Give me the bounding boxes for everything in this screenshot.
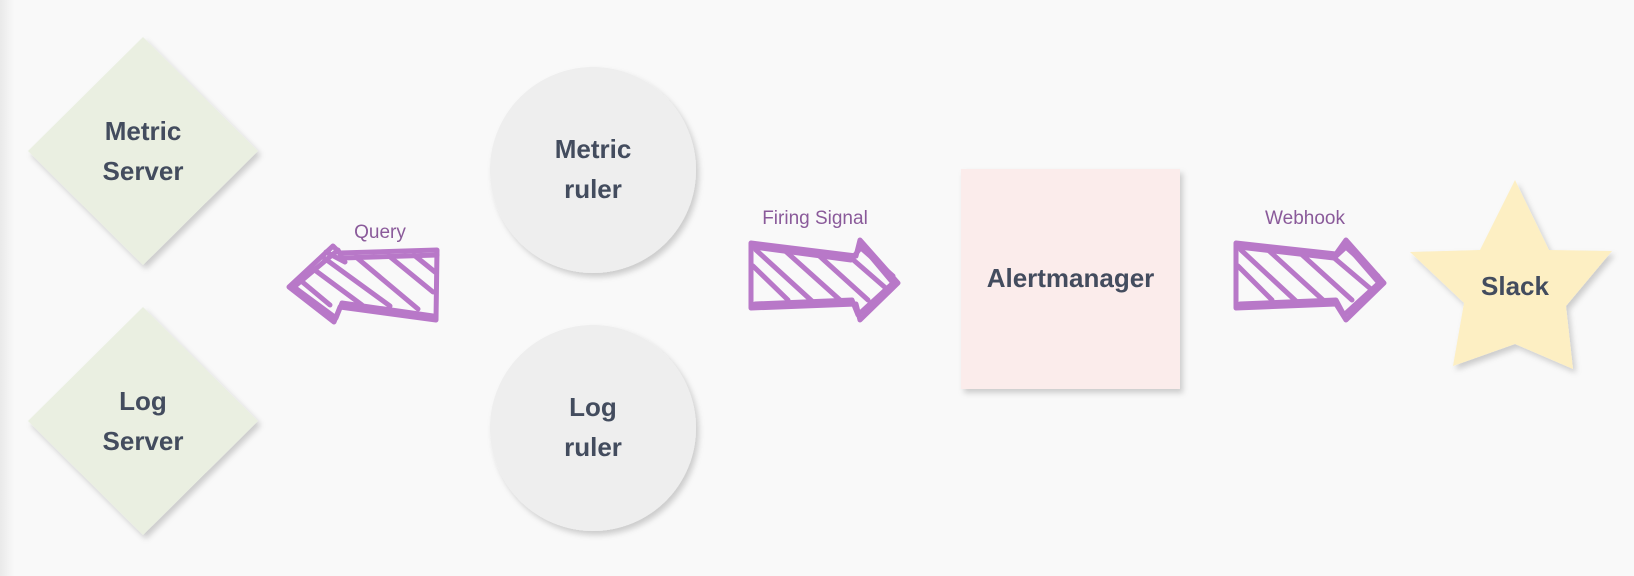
firing-signal-label: Firing Signal [762,208,868,229]
log-ruler-shape[interactable] [490,325,696,531]
webhook-arrow [1233,237,1387,323]
query-arrow [286,243,440,325]
metric-ruler-label: Metric ruler [554,134,632,204]
query-label: Query [354,222,406,243]
log-server-shape[interactable] [28,307,258,535]
alertmanager-shape[interactable] [961,169,1180,389]
firing-signal-arrow [748,237,901,323]
log-ruler-label: Log ruler [564,392,622,462]
webhook-label: Webhook [1265,208,1345,229]
slack-shape[interactable] [1410,180,1612,369]
log-server-label: Log Server [102,386,184,456]
canvas-edge [0,0,14,576]
metric-server-shape[interactable] [28,37,258,265]
metric-server-label: Metric Server [102,116,184,186]
alertmanager-label: Alertmanager [986,263,1155,293]
metric-ruler-shape[interactable] [490,67,696,273]
slack-label: Slack [1481,271,1549,301]
